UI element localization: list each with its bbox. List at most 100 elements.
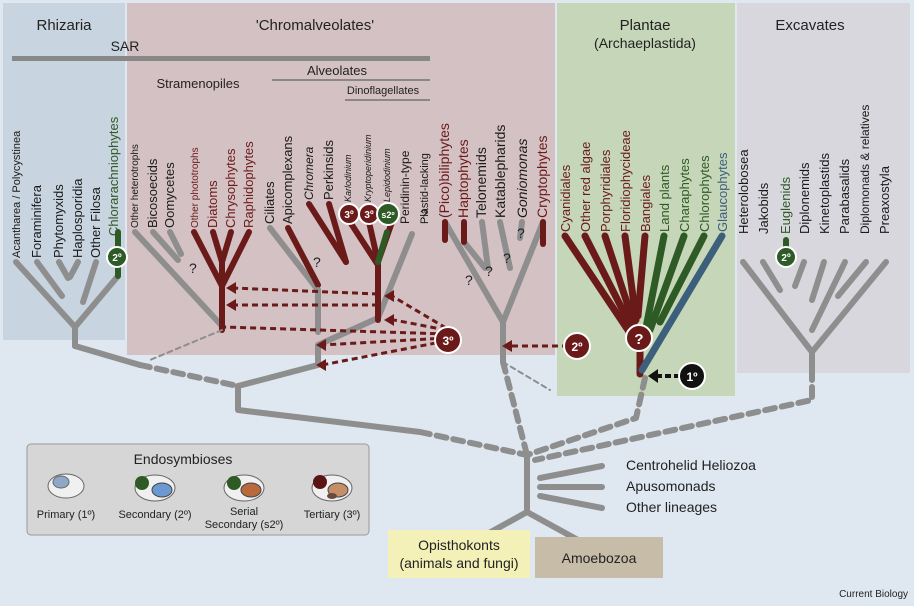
taxon-diplonemids: Diplonemids xyxy=(797,162,812,234)
stramenopiles-red-branches xyxy=(191,229,252,333)
taxon-preaxostyla: Preaxostyla xyxy=(877,165,892,234)
taxon-chromera: Chromera xyxy=(302,146,316,200)
excavates-header: Excavates xyxy=(775,17,844,34)
svg-text:3º: 3º xyxy=(364,210,374,221)
badge-s2-lepidodinium: s2º xyxy=(376,202,400,226)
stramenopiles-gray-branches xyxy=(132,229,225,329)
taxon-kinetoplastids: Kinetoplastids xyxy=(817,153,832,234)
taxon-land-plants: Land plants xyxy=(657,164,672,232)
taxon-telonemids: Telonemids xyxy=(473,147,489,218)
alveolates-gray-branches xyxy=(267,225,415,348)
rhizaria-tree xyxy=(13,259,143,368)
taxon-goniomonas: Goniomonas xyxy=(514,139,530,218)
chromalveolates-header: 'Chromalveolates' xyxy=(256,17,374,34)
taxon-foraminifera: Foraminifera xyxy=(29,184,44,258)
legend-tertiary: Tertiary (3º) xyxy=(304,509,361,521)
taxon-haplosporidia: Haplosporidia xyxy=(70,178,85,258)
badge-3-karlodinium: 3º xyxy=(338,203,360,225)
badge-2-rhizaria: 2º xyxy=(106,246,128,268)
taxon-heterolobosea: Heterolobosea xyxy=(736,149,751,234)
svg-text:?: ? xyxy=(503,250,511,266)
taxon-phytomyxids: Phytomyxids xyxy=(51,184,66,258)
legend-secondary: Secondary (2º) xyxy=(118,509,191,521)
svg-text:2º: 2º xyxy=(112,253,122,264)
svg-text:3º: 3º xyxy=(344,210,354,221)
excavates-tree xyxy=(740,259,889,373)
taxon-bangiales: Bangiales xyxy=(638,174,653,232)
alveolates-label: Alveolates xyxy=(307,63,367,78)
taxon-raphidophytes: Raphidophytes xyxy=(241,141,256,228)
plantae-header: Plantae xyxy=(620,17,671,34)
taxon-diplomonads-relatives: Diplomonads & relatives xyxy=(858,105,872,234)
taxon-acantharea-polycystinea: Acantharea / Polycystinea xyxy=(11,130,23,258)
lineage-centrohelid: Centrohelid Heliozoa xyxy=(626,457,756,473)
taxon-pico-biliphytes: (Pico)biliphytes xyxy=(436,123,452,218)
taxon-haptophytes: Haptophytes xyxy=(455,139,471,218)
taxon-oomycetes: Oomycetes xyxy=(162,162,177,228)
cryptophyte-haptophyte-branches xyxy=(442,219,546,348)
svg-text:2º: 2º xyxy=(781,253,791,264)
legend-secondary-icon xyxy=(134,474,176,502)
svg-text:3º: 3º xyxy=(442,334,454,348)
legend-primary: Primary (1º) xyxy=(37,509,95,521)
taxa-labels: Acantharea / Polycystinea Foraminifera Phy… xyxy=(11,105,892,258)
svg-text:?: ? xyxy=(189,260,197,276)
taxon-other-filosa: Other Filosa xyxy=(88,186,103,258)
opisthokonts-box xyxy=(388,530,530,578)
taxon-other-phototrophs: Other phototrophs xyxy=(190,147,201,228)
svg-text:1º: 1º xyxy=(686,370,698,384)
taxon-jakobids: Jakobids xyxy=(756,182,771,234)
plantae-subheader: (Archaeplastida) xyxy=(594,35,696,51)
credit: Current Biology xyxy=(839,589,908,600)
lineage-apusomonads: Apusomonads xyxy=(626,478,716,494)
stramenopiles-label: Stramenopiles xyxy=(156,76,240,91)
badge-2-euglenids: 2º xyxy=(775,246,797,268)
legend-title: Endosymbioses xyxy=(134,451,233,467)
taxon-other-heterotrophs: Other heterotrophs xyxy=(130,144,141,228)
taxon-chrysophytes: Chrysophytes xyxy=(223,148,238,228)
taxon-diatoms: Diatoms xyxy=(205,180,220,228)
taxon-katablepharids: Katablepharids xyxy=(492,125,508,218)
legend-primary-icon xyxy=(47,473,85,499)
taxon-cryptophytes: Cryptophytes xyxy=(534,136,550,218)
taxon-perkinsids: Perkinsids xyxy=(321,140,336,200)
arrowheads xyxy=(226,282,512,371)
badge-2-plantae: 2º xyxy=(563,332,591,360)
taxon-charaphytes: Charaphytes xyxy=(677,158,692,232)
taxon-chlorarachniophytes: Chlorarachniophytes xyxy=(106,116,121,236)
legend-tertiary-icon xyxy=(311,474,353,502)
dinoflagellates-bar xyxy=(345,99,430,101)
taxon-parabasalids: Parabasalids xyxy=(837,158,852,234)
opisthokonts-sub: (animals and fungi) xyxy=(399,555,518,571)
svg-text:?: ? xyxy=(517,225,525,241)
opisthokonts-label: Opisthokonts xyxy=(418,537,500,553)
taxon-plastid-lacking: Plastid-lacking xyxy=(419,153,431,224)
svg-text:?: ? xyxy=(465,272,473,288)
svg-text:?: ? xyxy=(420,206,428,222)
alveolate-uncertain-link xyxy=(502,361,551,391)
svg-text:?: ? xyxy=(485,263,493,279)
badge-1-primary: 1º xyxy=(678,362,706,390)
haptophyte-red-branches xyxy=(442,219,546,247)
glaucophyte-branch xyxy=(638,232,726,374)
stramenopile-uncertain-link xyxy=(149,329,223,361)
taxon-bicosoecids: Bicosoecids xyxy=(145,158,160,228)
taxon-porphyridiales: Porphyridiales xyxy=(598,149,613,232)
taxon-other-red-algae: Other red algae xyxy=(578,142,593,232)
lepidodinium-branch xyxy=(375,229,390,265)
svg-text:2º: 2º xyxy=(571,340,583,354)
amoebozoa-label: Amoebozoa xyxy=(562,550,637,566)
sar-label: SAR xyxy=(111,38,140,54)
taxon-peridinin-type: Peridinin-type xyxy=(398,150,412,224)
taxon-cyanidiales: Cyanidiales xyxy=(558,164,573,232)
svg-text:?: ? xyxy=(634,331,643,348)
svg-text:?: ? xyxy=(313,254,321,270)
sar-bar xyxy=(12,56,430,61)
taxon-glaucophytes: Glaucophytes xyxy=(715,152,730,232)
uncertain-links xyxy=(137,359,815,463)
plantae-red-branches xyxy=(561,232,649,378)
taxon-chlorophytes: Chlorophytes xyxy=(697,155,712,232)
rhizaria-header: Rhizaria xyxy=(36,17,92,34)
